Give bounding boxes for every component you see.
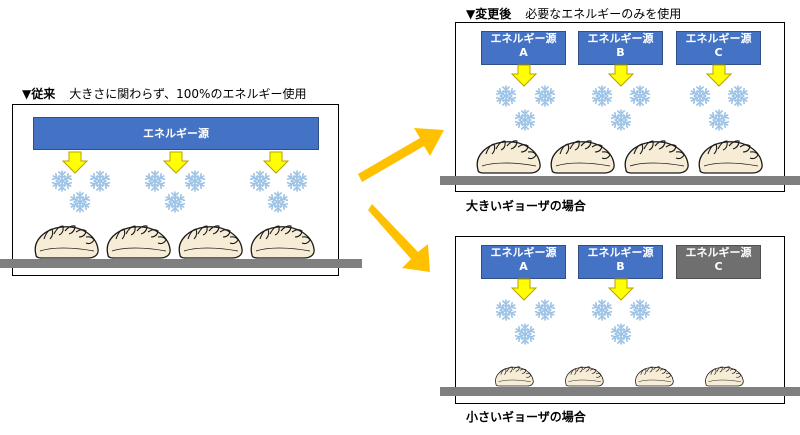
snowflake-icon — [630, 86, 651, 106]
flow-arrow-down — [368, 204, 430, 272]
small-down-arrows — [511, 278, 634, 301]
changed-note: 必要なエネルギーのみを使用 — [525, 7, 682, 21]
snowflake-icon — [535, 86, 556, 106]
down-arrow — [511, 278, 537, 301]
conventional-note: 大きさに関わらず、100%のエネルギー使用 — [69, 87, 307, 101]
source-name: エネルギー源 — [685, 32, 752, 45]
snowflake-icon — [185, 171, 206, 191]
gyoza-large — [178, 225, 243, 259]
source-id: A — [519, 260, 528, 273]
snowflake-icon — [52, 171, 73, 191]
snowflake-icon — [90, 171, 111, 191]
conventional-marker: ▼従来 — [22, 87, 56, 101]
source-id: B — [616, 260, 625, 273]
gyoza-large — [624, 140, 689, 174]
snowflake-icon — [496, 300, 517, 320]
source-id: C — [714, 46, 723, 59]
source-id: A — [519, 46, 528, 59]
down-arrow — [263, 151, 289, 174]
gyoza-small — [705, 366, 744, 387]
gyoza-large — [550, 140, 615, 174]
snowflake-icon — [709, 110, 730, 130]
small-caption: 小さいギョーザの場合 — [466, 410, 586, 424]
snowflake-icon — [690, 86, 711, 106]
snowflake-icon — [728, 86, 749, 106]
changed-marker: ▼変更後 — [466, 7, 512, 21]
source-id: B — [616, 46, 625, 59]
snowflake-icon — [496, 86, 517, 106]
gyoza-large — [106, 225, 171, 259]
snowflake-icon — [592, 300, 613, 320]
large-down-arrows — [511, 64, 732, 87]
gyoza-large — [476, 140, 541, 174]
gyoza-large — [250, 225, 315, 259]
snowflake-icon — [592, 86, 613, 106]
down-arrow — [706, 64, 732, 87]
snowflake-icon — [287, 171, 308, 191]
down-arrow — [163, 151, 189, 174]
source-name: エネルギー源 — [685, 246, 752, 259]
source-id: C — [714, 260, 723, 273]
small-snowflakes — [496, 300, 651, 344]
snowflake-icon — [515, 324, 536, 344]
snowflake-icon — [611, 110, 632, 130]
large-conveyor-belt — [440, 176, 800, 185]
gyoza-small — [635, 366, 674, 387]
source-name: エネルギー源 — [587, 32, 654, 45]
conventional-down-arrows — [62, 151, 289, 174]
gyoza-small — [495, 366, 534, 387]
conventional-snowflakes — [52, 171, 308, 212]
source-name: エネルギー源 — [587, 246, 654, 259]
small-gyoza-row — [495, 366, 744, 387]
snowflake-icon — [535, 300, 556, 320]
snowflake-icon — [250, 171, 271, 191]
snowflake-icon — [515, 110, 536, 130]
gyoza-large — [34, 225, 99, 259]
flow-arrow-up — [358, 128, 444, 182]
down-arrow — [608, 64, 634, 87]
conventional-energy-source: エネルギー源 — [33, 117, 319, 150]
small-conveyor-belt — [440, 387, 800, 396]
large-gyoza-row — [476, 140, 763, 174]
down-arrow — [608, 278, 634, 301]
source-name: エネルギー源 — [490, 32, 557, 45]
large-snowflakes — [496, 86, 749, 130]
snowflake-icon — [630, 300, 651, 320]
snowflake-icon — [165, 192, 186, 212]
gyoza-large — [698, 140, 763, 174]
gyoza-small — [565, 366, 604, 387]
down-arrow — [62, 151, 88, 174]
snowflake-icon — [611, 324, 632, 344]
conventional-energy-label: エネルギー源 — [143, 127, 209, 140]
source-name: エネルギー源 — [490, 246, 557, 259]
down-arrow — [511, 64, 537, 87]
conventional-conveyor-belt — [0, 259, 362, 268]
large-caption: 大きいギョーザの場合 — [466, 199, 586, 213]
snowflake-icon — [70, 192, 91, 212]
conventional-header: ▼従来大きさに関わらず、100%のエネルギー使用 — [22, 87, 306, 101]
snowflake-icon — [145, 171, 166, 191]
changed-header: ▼変更後必要なエネルギーのみを使用 — [466, 7, 681, 21]
conventional-gyoza-row — [34, 225, 315, 259]
snowflake-icon — [268, 192, 289, 212]
